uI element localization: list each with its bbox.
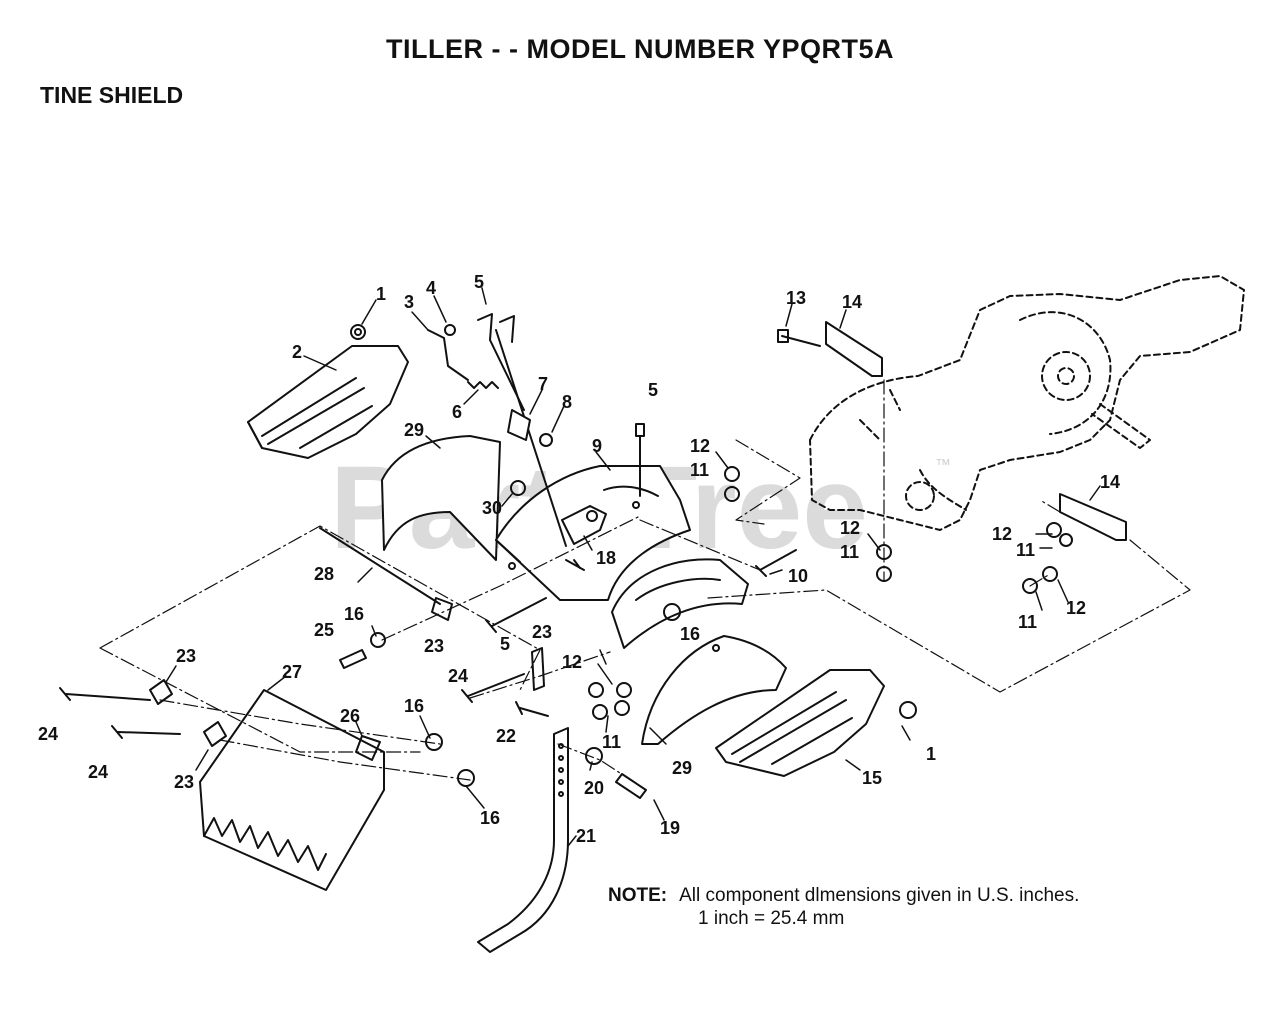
part-27-flap xyxy=(199,689,385,891)
callout-23-b: 23 xyxy=(532,622,552,642)
page-title: TILLER - - MODEL NUMBER YPQRT5A xyxy=(385,34,894,64)
part-29-side-plate-right xyxy=(641,635,787,745)
part-21-depth-bar xyxy=(477,727,569,953)
callout-23-a: 23 xyxy=(424,636,444,656)
part-23-clips xyxy=(149,647,545,747)
callout-22: 22 xyxy=(496,726,516,746)
inner-rear-flap xyxy=(611,558,749,649)
callout-14-upper: 14 xyxy=(842,292,862,312)
callout-labels: 1 2 3 4 5 6 7 8 5 9 29 30 13 14 12 11 12… xyxy=(38,272,1120,846)
callout-30: 30 xyxy=(482,498,502,518)
callout-19: 19 xyxy=(660,818,680,838)
callout-9: 9 xyxy=(592,436,602,456)
part-25-pin xyxy=(339,649,367,669)
callout-12-d: 12 xyxy=(1066,598,1086,618)
part-7-8-pin-nut xyxy=(507,409,553,447)
note-line-2: 1 inch = 25.4 mm xyxy=(698,908,845,929)
dimension-note: NOTE: All component dlmensions given in U… xyxy=(608,884,1079,930)
callout-14-right: 14 xyxy=(1100,472,1120,492)
callout-27: 27 xyxy=(282,662,302,682)
transmission-housing-dashed xyxy=(809,275,1245,531)
part-28-rod xyxy=(319,527,453,621)
part-29-side-plate-left xyxy=(381,435,501,561)
watermark-tm: ™ xyxy=(935,457,951,474)
callout-29-left: 29 xyxy=(404,420,424,440)
callout-26: 26 xyxy=(340,706,360,726)
callout-10: 10 xyxy=(788,566,808,586)
callout-16-b: 16 xyxy=(680,624,700,644)
callout-24-b: 24 xyxy=(38,724,58,744)
callout-16-c: 16 xyxy=(404,696,424,716)
callout-2: 2 xyxy=(292,342,302,362)
callout-11-e: 11 xyxy=(602,732,621,752)
callout-12-a: 12 xyxy=(690,436,710,456)
callout-5-center: 5 xyxy=(648,380,658,400)
callout-18: 18 xyxy=(596,548,616,568)
callout-20: 20 xyxy=(584,778,604,798)
callout-3: 3 xyxy=(404,292,414,312)
callout-16-d: 16 xyxy=(480,808,500,828)
callout-11-a: 11 xyxy=(690,460,709,480)
callout-15: 15 xyxy=(862,768,882,788)
leader-lines xyxy=(165,287,1101,847)
callout-24-a: 24 xyxy=(448,666,468,686)
callout-28: 28 xyxy=(314,564,334,584)
callout-6: 6 xyxy=(452,402,462,422)
callout-5-lower: 5 xyxy=(500,634,510,654)
part-19-pin xyxy=(615,773,647,799)
part-14-bracket-upper xyxy=(777,321,883,377)
callout-16-a: 16 xyxy=(344,604,364,624)
callout-12-e: 12 xyxy=(562,652,582,672)
callout-11-b: 11 xyxy=(840,542,859,562)
callout-1: 1 xyxy=(376,284,386,304)
callout-12-b: 12 xyxy=(840,518,860,538)
part-2-shield-extension xyxy=(247,345,409,459)
part-15-shield-extension xyxy=(715,669,885,777)
part-3-lever xyxy=(427,324,469,381)
callout-11-c: 11 xyxy=(1016,540,1035,560)
callout-12-c: 12 xyxy=(992,524,1012,544)
callout-25: 25 xyxy=(314,620,334,640)
callout-5: 5 xyxy=(474,272,484,292)
part-18-bracket xyxy=(561,505,607,545)
note-label: NOTE: xyxy=(608,885,668,906)
callout-4: 4 xyxy=(426,278,436,298)
callout-23-c: 23 xyxy=(176,646,196,666)
note-line-1: All component dlmensions given in U.S. i… xyxy=(679,885,1080,906)
part-5-bolts-upper xyxy=(477,313,567,547)
hardware-bolts xyxy=(59,423,797,739)
callout-1-right: 1 xyxy=(926,744,936,764)
part-14-bracket-right xyxy=(1059,493,1127,541)
callout-21: 21 xyxy=(576,826,596,846)
assembly-guide-lines xyxy=(99,379,1191,787)
callout-8: 8 xyxy=(562,392,572,412)
callout-29-right: 29 xyxy=(672,758,692,778)
callout-13: 13 xyxy=(786,288,806,308)
part-6-spring xyxy=(467,381,499,389)
callout-7: 7 xyxy=(538,374,548,394)
callout-24-c: 24 xyxy=(88,762,108,782)
section-subtitle: TINE SHIELD xyxy=(40,82,184,108)
callout-11-d: 11 xyxy=(1018,612,1037,632)
callout-23-d: 23 xyxy=(174,772,194,792)
